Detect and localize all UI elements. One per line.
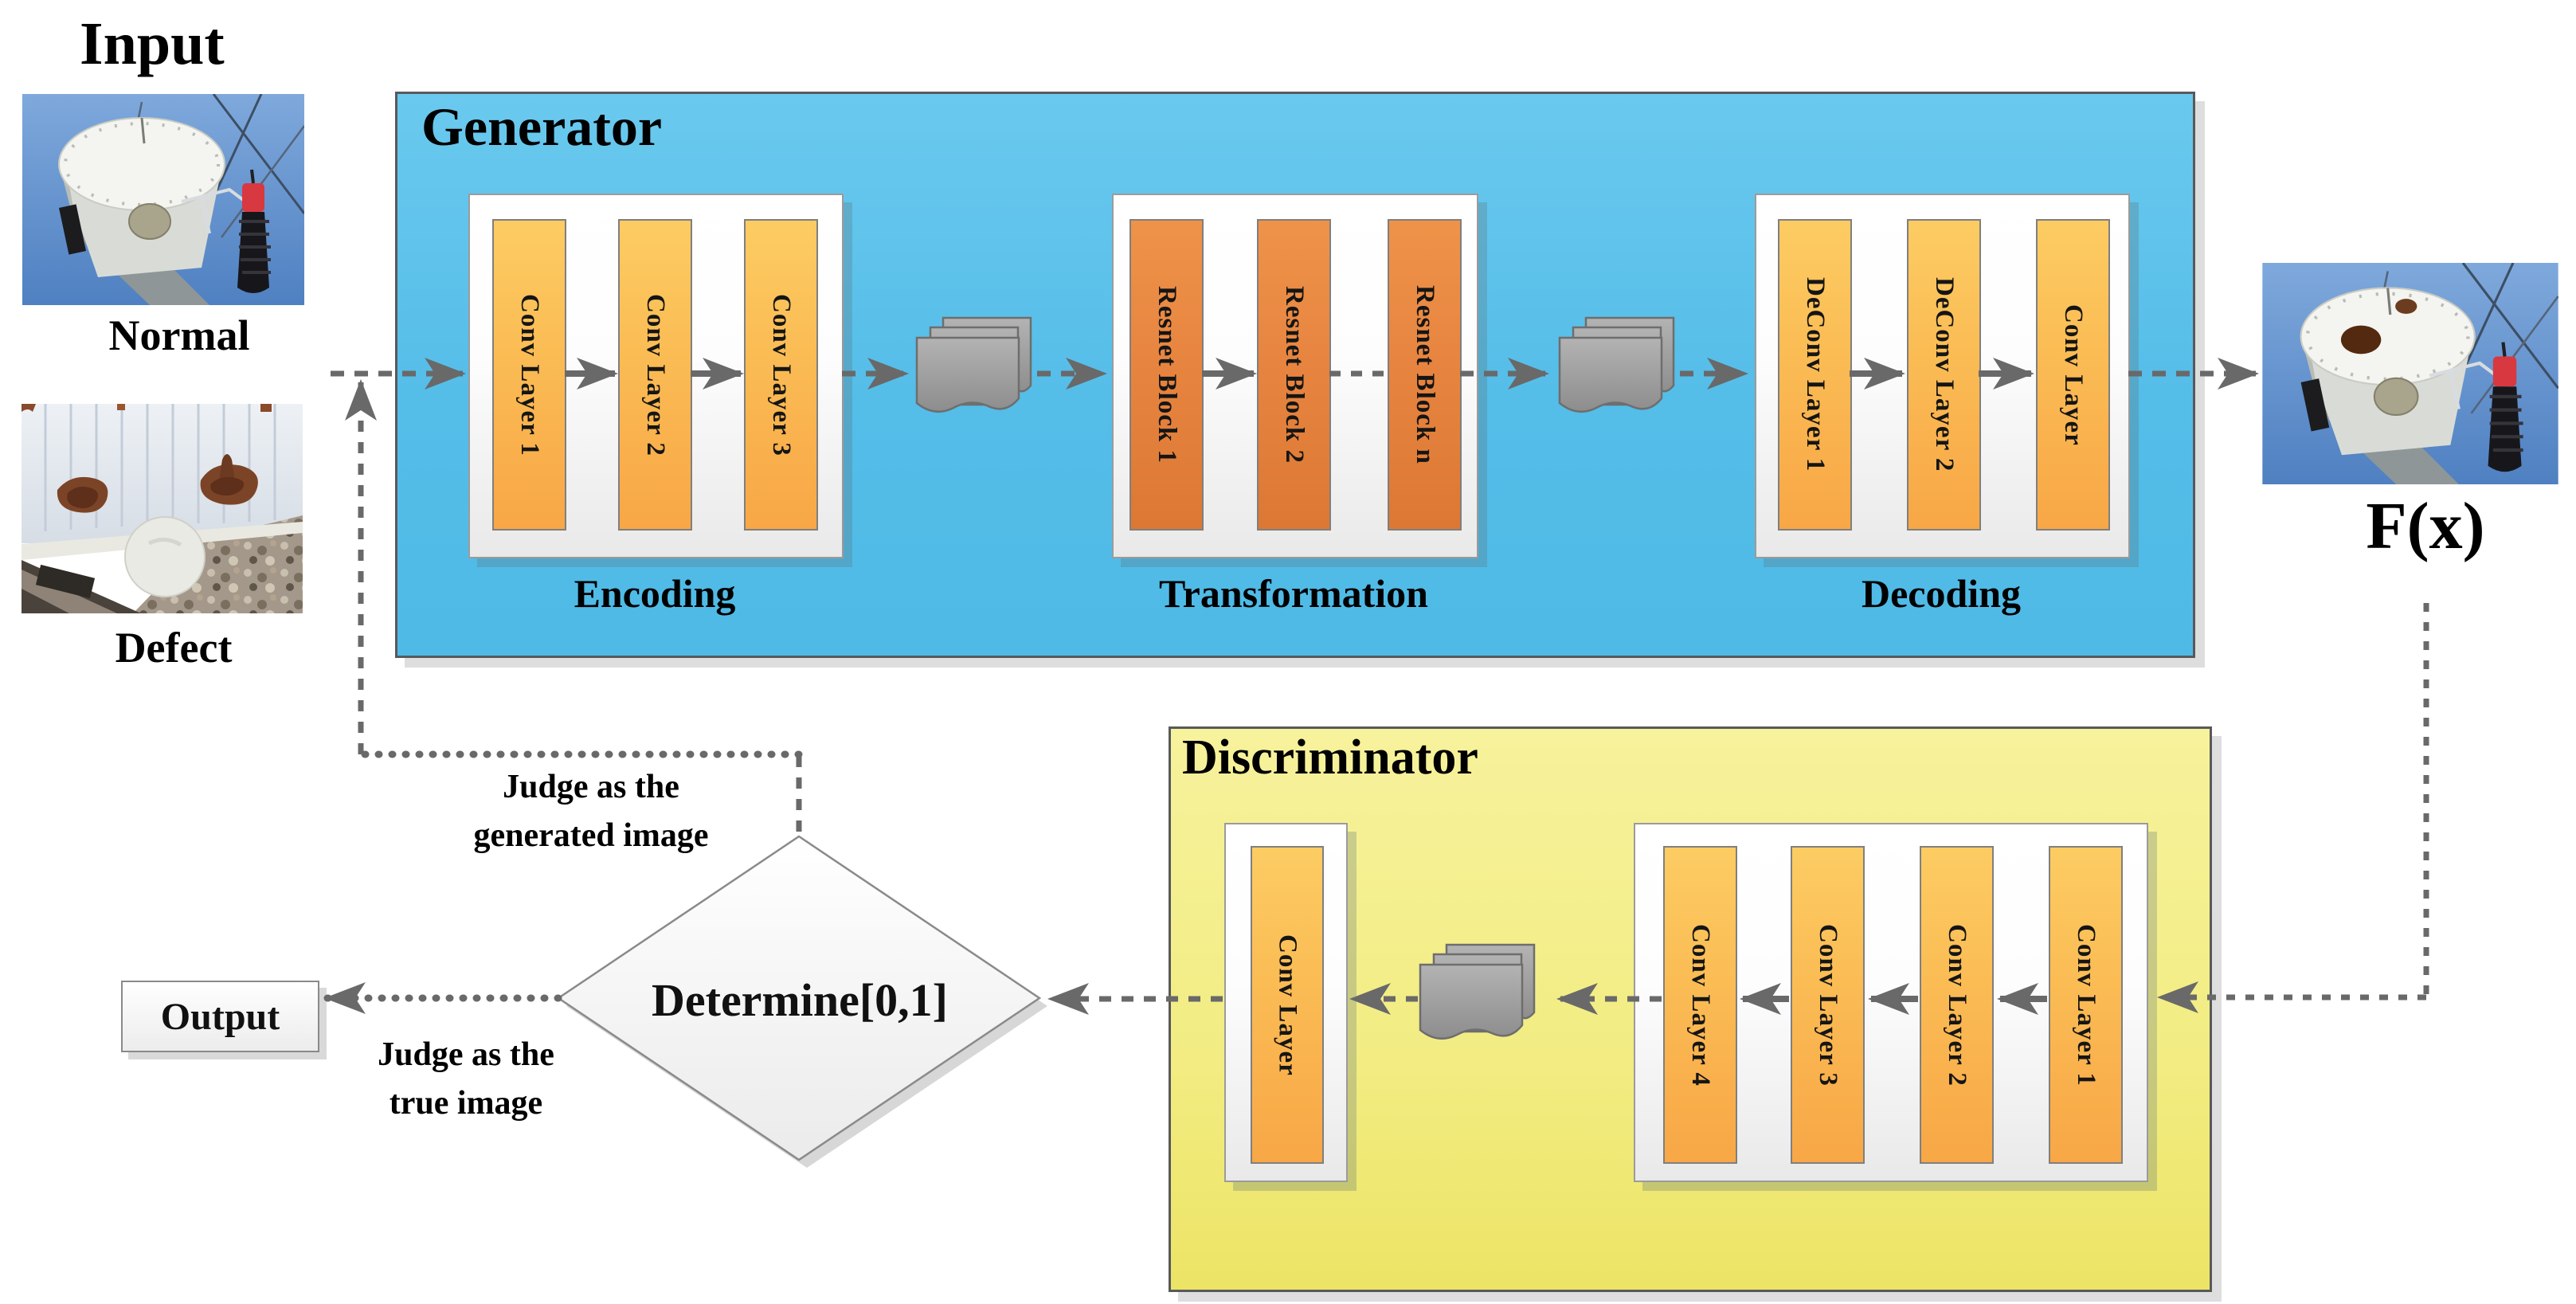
deconv-layer-2-bar: DeConv Layer 2 bbox=[1907, 219, 1981, 531]
fx-photo-scene bbox=[2262, 263, 2558, 484]
input-normal-photo bbox=[22, 94, 304, 305]
resnet-block-2-bar: Resnet Block 2 bbox=[1257, 219, 1331, 531]
defect-label: Defect bbox=[115, 624, 233, 672]
discriminator-title: Discriminator bbox=[1182, 730, 1478, 785]
discriminator-conv-layer-2-bar: Conv Layer 2 bbox=[1920, 846, 1994, 1164]
decoding-conv-layer-bar: Conv Layer bbox=[2036, 219, 2110, 531]
discriminator-conv-layer-1-bar: Conv Layer 1 bbox=[2049, 846, 2123, 1164]
judge-true-label: Judge as the true image bbox=[378, 1036, 554, 1122]
normal-label: Normal bbox=[108, 311, 250, 359]
transformation-label: Transformation bbox=[1159, 571, 1428, 616]
generator-title: Generator bbox=[421, 96, 663, 157]
resnet-block-n-bar: Resnet Block n bbox=[1388, 219, 1462, 531]
encoding-conv-layer-1-bar: Conv Layer 1 bbox=[492, 219, 566, 531]
discriminator-final-conv-bar: Conv Layer bbox=[1251, 846, 1324, 1164]
input-defect-photo bbox=[22, 404, 303, 613]
feature-maps-icon-2 bbox=[1557, 315, 1678, 436]
encoding-conv-layer-2-bar: Conv Layer 2 bbox=[618, 219, 692, 531]
discriminator-conv-layer-3-bar: Conv Layer 3 bbox=[1791, 846, 1865, 1164]
defect-photo-scene bbox=[22, 404, 303, 613]
output-label: Output bbox=[160, 995, 280, 1038]
encoding-conv-layer-3-bar: Conv Layer 3 bbox=[744, 219, 818, 531]
encoding-label: Encoding bbox=[574, 571, 736, 616]
normal-photo-scene bbox=[22, 94, 304, 305]
discriminator-conv-layer-4-bar: Conv Layer 4 bbox=[1663, 846, 1737, 1164]
fx-label: F(x) bbox=[2366, 489, 2485, 563]
feature-maps-icon-3 bbox=[1418, 942, 1539, 1063]
resnet-block-1-bar: Resnet Block 1 bbox=[1129, 219, 1204, 531]
input-title: Input bbox=[80, 10, 225, 77]
output-box: Output bbox=[121, 981, 319, 1052]
generated-image-photo bbox=[2262, 263, 2558, 484]
determine-label: Determine[0,1] bbox=[652, 974, 948, 1026]
deconv-layer-1-bar: DeConv Layer 1 bbox=[1778, 219, 1852, 531]
feature-maps-icon-1 bbox=[914, 315, 1035, 436]
decoding-label: Decoding bbox=[1862, 571, 2021, 616]
judge-generated-label: Judge as the generated image bbox=[473, 769, 709, 854]
